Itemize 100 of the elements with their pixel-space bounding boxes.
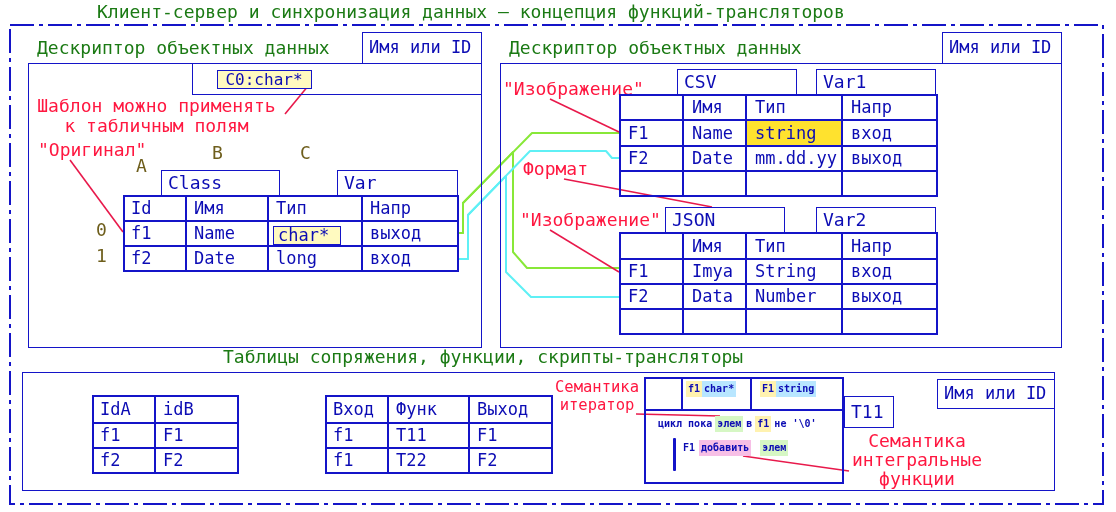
field-name: Date: [692, 147, 733, 170]
empty-table-row: [619, 170, 938, 197]
field-type: Number: [755, 285, 817, 308]
field-name: Imya: [692, 260, 733, 283]
field-direction: выход: [851, 285, 903, 308]
empty-table-row: [619, 308, 938, 335]
leader-line: [549, 229, 620, 273]
field-id: F2: [628, 285, 649, 308]
annotation: "Изображение": [520, 210, 661, 230]
field-direction: вход: [851, 122, 892, 145]
name-id-tab: Имя или ID: [937, 379, 1055, 409]
highlighted-token: f1: [755, 416, 772, 432]
highlighted-type: char*: [273, 226, 341, 245]
leader-line: [69, 159, 124, 233]
column-header: Имя: [692, 96, 723, 119]
annotation: Шаблон можно применять к табличным полям: [28, 96, 285, 136]
annotation: Формат: [523, 159, 589, 179]
panel: [500, 32, 1062, 348]
table-row: [325, 422, 553, 449]
name-id-tab: Имя или ID: [942, 32, 1062, 63]
table-name-tab: JSON: [665, 207, 785, 233]
field-id: f1: [131, 222, 152, 245]
highlighted-token: char*: [702, 381, 737, 397]
table-name-tab: Var1: [816, 69, 936, 95]
highlighted-token: string: [776, 381, 817, 397]
field-type: mm.dd.yy: [755, 147, 837, 170]
highlighted-token: добавить: [699, 440, 752, 456]
field-direction: выход: [370, 222, 422, 245]
source-id: f1: [333, 449, 354, 472]
target-id: F1: [163, 424, 184, 447]
type-template: C0:char*: [216, 69, 312, 89]
source-id: f1: [333, 424, 354, 447]
connector-line: [458, 175, 620, 298]
field-name: Data: [692, 285, 733, 308]
table-row: [123, 195, 459, 222]
column-header: Тип: [755, 96, 786, 119]
panel: [28, 32, 482, 348]
field-type: long: [276, 247, 317, 270]
table-row: [92, 422, 239, 449]
table-row: [123, 245, 459, 272]
table-row: [619, 145, 938, 172]
field-name: Name: [692, 122, 733, 145]
leader-line: [742, 455, 850, 472]
table-row: [325, 447, 553, 474]
template-box: [192, 63, 482, 95]
column-header: Вход: [333, 398, 374, 421]
highlighted-token: элем: [715, 416, 744, 432]
column-header: Имя: [692, 235, 723, 258]
script-text: в: [746, 417, 753, 431]
column-header: Id: [131, 197, 152, 220]
field-direction: выход: [851, 147, 903, 170]
function-id: T11: [396, 424, 427, 447]
script-text: не '\0': [774, 417, 817, 431]
table-row: [619, 258, 938, 285]
field-id: F1: [628, 260, 649, 283]
panel-heading: Таблицы сопряжения, функции, скрипты-трансляторы: [223, 346, 744, 367]
target-id: F2: [477, 449, 498, 472]
leader-line: [549, 98, 620, 133]
column-header: Тип: [755, 235, 786, 258]
column-header: Напр: [851, 96, 892, 119]
column-letter: B: [212, 143, 223, 163]
name-id-tab: Имя или ID: [362, 32, 482, 63]
field-name: Date: [194, 247, 235, 270]
diagram-title: Клиент-сервер и синхронизация данных — концепция функций-трансляторов: [97, 1, 845, 22]
source-id: f1: [100, 424, 121, 447]
table-row: [92, 447, 239, 474]
highlighted-token: f1: [686, 381, 703, 397]
field-direction: вход: [851, 260, 892, 283]
highlighted-type: string: [747, 121, 841, 145]
field-direction: вход: [370, 247, 411, 270]
target-id: F2: [163, 449, 184, 472]
table-row: [92, 395, 239, 424]
column-header: Функ: [396, 398, 437, 421]
annotation: Семантика итератор: [554, 378, 640, 414]
table-row: [619, 232, 938, 260]
column-header: Тип: [276, 197, 307, 220]
table-row: [619, 283, 938, 310]
field-name: Name: [194, 222, 235, 245]
table-row: [325, 395, 553, 424]
panel-heading: Дескриптор объектных данных: [37, 37, 330, 58]
target-id: F1: [477, 424, 498, 447]
field-type: String: [755, 260, 817, 283]
table-name-tab: CSV: [677, 69, 797, 95]
annotation: "Изображение": [503, 79, 644, 99]
leader-line: [635, 413, 721, 417]
script-box: [644, 377, 844, 484]
highlighted-token: F1: [760, 381, 777, 397]
script-text: F1: [683, 441, 696, 455]
field-id: F2: [628, 147, 649, 170]
annotation: Семантика интегральные функции: [849, 431, 985, 488]
function-tab: T11: [844, 396, 894, 428]
column-header: Имя: [194, 197, 225, 220]
column-header: Выход: [477, 398, 529, 421]
source-id: f2: [100, 449, 121, 472]
column-header: IdA: [100, 398, 131, 421]
highlighted-token: элем: [760, 440, 789, 456]
panel-heading: Дескриптор объектных данных: [509, 37, 802, 58]
column-letter: C: [300, 143, 311, 163]
leader-line: [284, 87, 307, 115]
row-number: 1: [96, 246, 107, 266]
